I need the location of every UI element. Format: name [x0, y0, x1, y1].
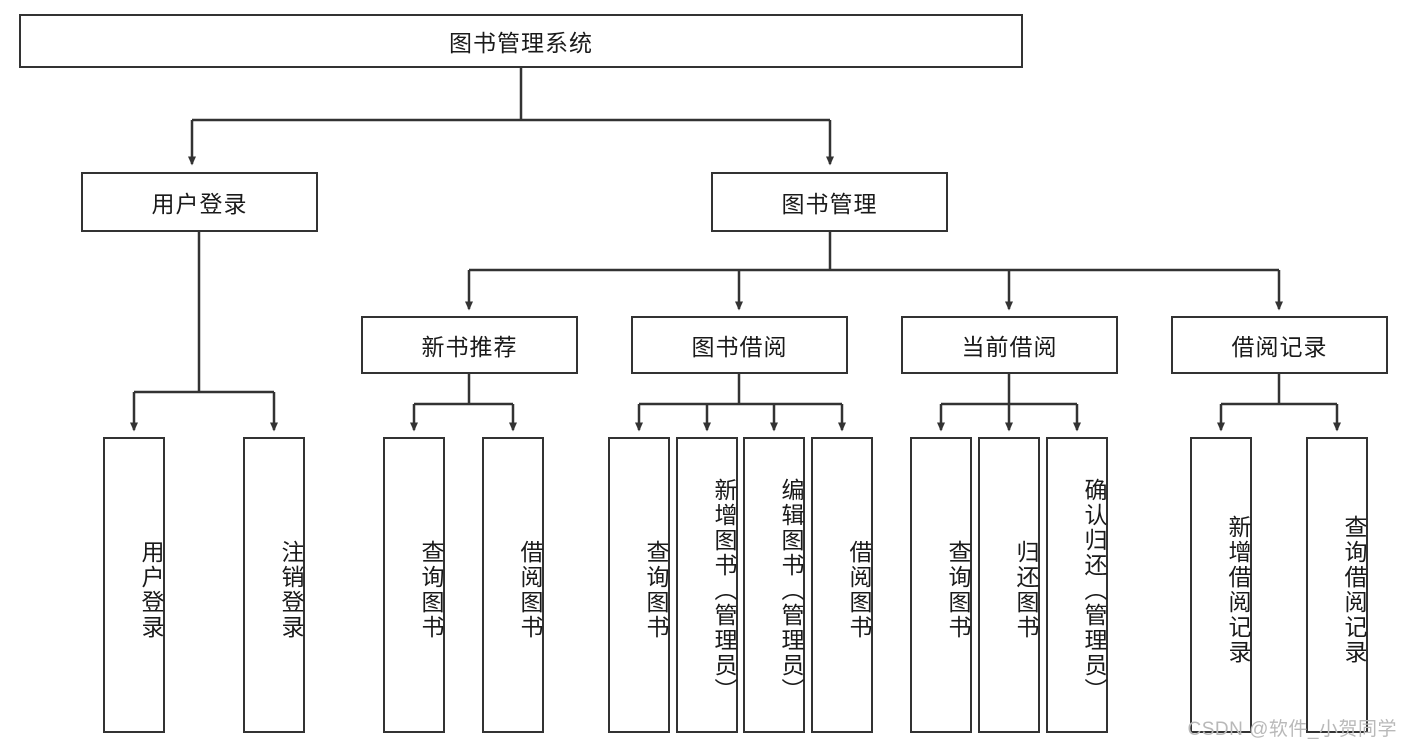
node-root-system[interactable]: 图书管理系统	[19, 14, 1023, 68]
node-leaf-recommend-borrow-book[interactable]: 借阅图书	[482, 437, 544, 733]
node-root-system-label: 图书管理系统	[449, 30, 593, 56]
node-user-login[interactable]: 用户登录	[81, 172, 318, 232]
node-leaf-user-login-signout[interactable]: 注销登录	[243, 437, 305, 733]
node-leaf-label: 借阅图书	[846, 540, 872, 640]
node-leaf-label: 归还图书	[1013, 540, 1039, 640]
node-current-borrow-label: 当前借阅	[961, 334, 1058, 360]
node-borrow-record[interactable]: 借阅记录	[1171, 316, 1388, 374]
node-leaf-current-confirm-return[interactable]: 确认归还（管理员）	[1046, 437, 1108, 733]
node-new-book-recommend-label: 新书推荐	[421, 334, 518, 360]
node-leaf-record-query-record[interactable]: 查询借阅记录	[1306, 437, 1368, 733]
node-borrow-record-label: 借阅记录	[1231, 334, 1328, 360]
node-leaf-label: 用户登录	[138, 540, 164, 640]
node-leaf-label: 查询借阅记录	[1341, 515, 1367, 665]
node-leaf-user-login-signin[interactable]: 用户登录	[103, 437, 165, 733]
node-leaf-label: 新增图书（管理员）	[711, 477, 737, 703]
node-leaf-borrow-borrow-book[interactable]: 借阅图书	[811, 437, 873, 733]
node-book-borrow-label: 图书借阅	[691, 334, 788, 360]
node-new-book-recommend[interactable]: 新书推荐	[361, 316, 578, 374]
node-leaf-label: 新增借阅记录	[1225, 515, 1251, 665]
node-leaf-borrow-edit-book[interactable]: 编辑图书（管理员）	[743, 437, 805, 733]
node-leaf-record-add-record[interactable]: 新增借阅记录	[1190, 437, 1252, 733]
node-leaf-current-return-book[interactable]: 归还图书	[978, 437, 1040, 733]
node-leaf-label: 注销登录	[278, 540, 304, 640]
node-current-borrow[interactable]: 当前借阅	[901, 316, 1118, 374]
node-leaf-label: 编辑图书（管理员）	[778, 477, 804, 703]
node-leaf-label: 查询图书	[643, 540, 669, 640]
node-book-management-label: 图书管理	[781, 191, 878, 217]
node-leaf-label: 查询图书	[945, 540, 971, 640]
node-leaf-borrow-add-book[interactable]: 新增图书（管理员）	[676, 437, 738, 733]
node-leaf-label: 确认归还（管理员）	[1081, 477, 1107, 703]
node-leaf-current-query-book[interactable]: 查询图书	[910, 437, 972, 733]
node-user-login-label: 用户登录	[151, 191, 248, 217]
node-leaf-label: 借阅图书	[517, 540, 543, 640]
watermark-text: CSDN @软件_小贺同学	[1187, 719, 1397, 740]
node-leaf-recommend-query-book[interactable]: 查询图书	[383, 437, 445, 733]
node-leaf-label: 查询图书	[418, 540, 444, 640]
node-book-borrow[interactable]: 图书借阅	[631, 316, 848, 374]
node-book-management[interactable]: 图书管理	[711, 172, 948, 232]
node-leaf-borrow-query-book[interactable]: 查询图书	[608, 437, 670, 733]
